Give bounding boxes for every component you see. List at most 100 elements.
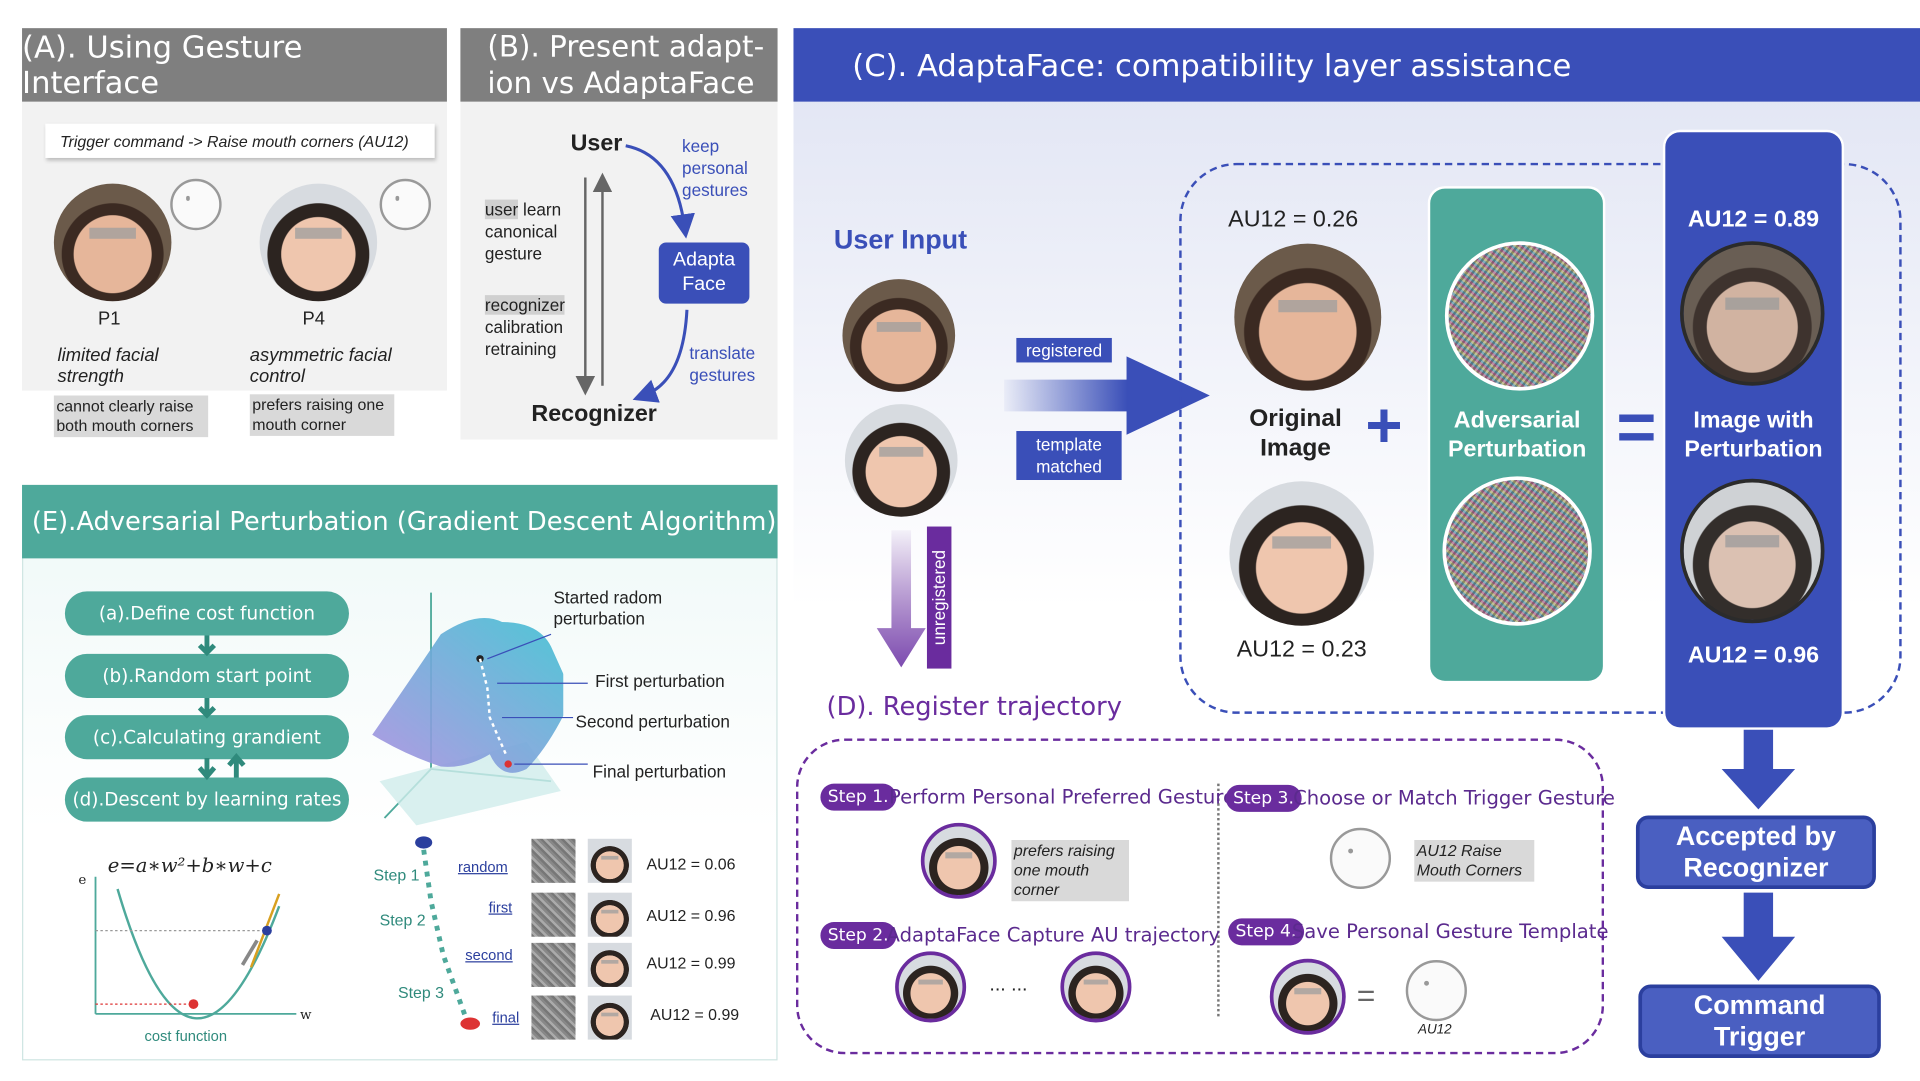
e-axis-label: e — [78, 871, 87, 888]
perturbed-au-bottom: AU12 = 0.96 — [1687, 642, 1820, 669]
step4-face — [1269, 958, 1346, 1035]
registered-label: registered — [1016, 337, 1112, 363]
algo-step-d: (d).Descent by learning rates — [64, 777, 349, 822]
p1-thought-icon — [170, 178, 222, 231]
face-thumb-4 — [587, 995, 632, 1040]
first-perturbation-label: First perturbation — [595, 671, 725, 691]
w-axis-label: w — [300, 1006, 312, 1023]
loss-surface-3d — [372, 592, 564, 826]
panel-e-header: (E).Adversarial Perturbation (Gradient D… — [22, 484, 778, 559]
step2-face-end — [1060, 951, 1132, 1023]
noise-thumb-4 — [531, 995, 576, 1040]
perturbed-face-1 — [1680, 241, 1825, 386]
adaptaface-box: Adapta Face — [658, 242, 750, 304]
plus-sign: + — [1365, 390, 1403, 462]
panel-a-header: (A). Using Gesture Interface — [22, 28, 447, 102]
traj-row-final: final — [492, 1008, 520, 1027]
traj-au-1: AU12 = 0.06 — [646, 854, 736, 874]
unregistered-text: unregistered — [929, 549, 949, 646]
adversarial-label: Adversarial Perturbation — [1447, 407, 1587, 463]
panel-c-title: (C). AdaptaFace: compatibility layer ass… — [852, 47, 1572, 83]
step3-smile-icon — [1329, 827, 1392, 889]
perturbed-au-top: AU12 = 0.89 — [1687, 206, 1820, 233]
step1-badge: Step 1. — [820, 783, 896, 811]
traj-au-2: AU12 = 0.96 — [646, 906, 736, 925]
panel-b-title-line2: ion vs AdaptaFace — [487, 66, 755, 101]
translate-arrow — [632, 309, 689, 403]
final-perturbation-label: Final perturbation — [592, 761, 727, 782]
template-matched-label: template matched — [1016, 431, 1122, 481]
accepted-arrow — [1721, 726, 1796, 810]
p1-face-image — [53, 183, 172, 302]
translate-gestures-label: translate gestures — [689, 342, 756, 385]
user-input-label: User Input — [833, 224, 968, 255]
original-face-2 — [1229, 481, 1374, 626]
trigger-text: Trigger command -> Raise mouth corners (… — [60, 131, 409, 151]
noise-image-2 — [1442, 476, 1592, 626]
traj-step1: Step 1 — [373, 865, 420, 885]
keep-gestures-label: keep personal gestures — [682, 135, 748, 200]
step1-text: Perform Personal Preferred Gesture — [888, 784, 1236, 809]
algo-step-a: (a).Define cost function — [64, 591, 349, 636]
started-label: Started radom perturbation — [553, 587, 663, 629]
command-arrow — [1721, 892, 1796, 981]
p4-description: asymmetric facial control — [249, 345, 392, 387]
step3-text: Choose or Match Trigger Gesture — [1293, 786, 1615, 810]
p4-note: prefers raising one mouth corner — [249, 394, 395, 436]
traj-row-second: second — [465, 946, 513, 964]
unregistered-label: unregistered — [926, 526, 952, 669]
equals-sign: = — [1616, 388, 1657, 466]
p4-thought-icon — [379, 178, 432, 231]
image-with-perturbation-label: Image with Perturbation — [1684, 407, 1823, 463]
step4-au12: AU12 — [1417, 1022, 1452, 1038]
input-face-2 — [844, 404, 958, 517]
panel-b-arrows — [575, 144, 695, 403]
step2-face-start — [895, 951, 967, 1023]
face-thumb-2 — [587, 892, 632, 937]
algo-step-b: (b).Random start point — [64, 653, 349, 698]
panel-c-header: (C). AdaptaFace: compatibility layer ass… — [793, 28, 1920, 102]
step2-dots: ... ... — [989, 974, 1028, 996]
user-highlight: user — [484, 199, 519, 220]
p4-label: P4 — [302, 308, 325, 330]
perturbed-column — [1662, 129, 1845, 730]
traj-row-random: random — [457, 858, 508, 876]
user-learn-text: user learn canonical gesture — [484, 198, 583, 264]
traj-step2: Step 2 — [379, 911, 426, 930]
input-face-1 — [842, 279, 956, 392]
traj-row-first: first — [488, 898, 513, 916]
perturbed-face-2 — [1680, 478, 1825, 624]
step2-badge: Step 2. — [820, 922, 896, 949]
trajectory-path — [415, 836, 481, 1030]
user-learn-rest: learn canonical gesture — [484, 199, 562, 264]
panel-a-title: (A). Using Gesture Interface — [22, 29, 303, 101]
step4-equals: = — [1356, 977, 1376, 1014]
cost-function-plot — [94, 876, 297, 1020]
recognizer-calibration-text: recognizer calibration retraining — [484, 294, 583, 360]
registered-arrow — [1004, 356, 1210, 435]
step3-badge: Step 3. — [1225, 784, 1302, 812]
recognizer-highlight: recognizer — [484, 295, 565, 315]
second-perturbation-label: Second perturbation — [575, 711, 730, 732]
face-thumb-3 — [587, 942, 632, 987]
panel-e-title: (E).Adversarial Perturbation (Gradient D… — [31, 506, 777, 537]
command-box: Command Trigger — [1638, 984, 1881, 1058]
step1-face — [920, 822, 997, 899]
panel-c-arrows — [876, 162, 1902, 981]
noise-image-1 — [1444, 241, 1595, 391]
step4-badge: Step 4. — [1228, 918, 1304, 946]
algo-step-c: (c).Calculating grandient — [64, 715, 349, 760]
p1-note: cannot clearly raise both mouth corners — [53, 395, 209, 438]
traj-au-4: AU12 = 0.99 — [650, 1005, 740, 1024]
face-thumb-1 — [587, 838, 632, 883]
p1-description: limited facial strength — [57, 345, 159, 387]
step2-text: AdaptaFace Capture AU trajectory — [886, 923, 1221, 947]
accepted-box: Accepted by Recognizer — [1635, 815, 1876, 889]
command-label: Command Trigger — [1693, 989, 1826, 1052]
panel-d-title: (D). Register trajectory — [826, 691, 1122, 722]
panel-e — [22, 484, 778, 1061]
user-label: User — [570, 131, 623, 157]
keep-arrow — [625, 144, 695, 239]
panel-b-header: (B). Present adapt- ion vs AdaptaFace — [460, 28, 778, 102]
step1-note: prefers raising one mouth corner — [1011, 840, 1129, 902]
